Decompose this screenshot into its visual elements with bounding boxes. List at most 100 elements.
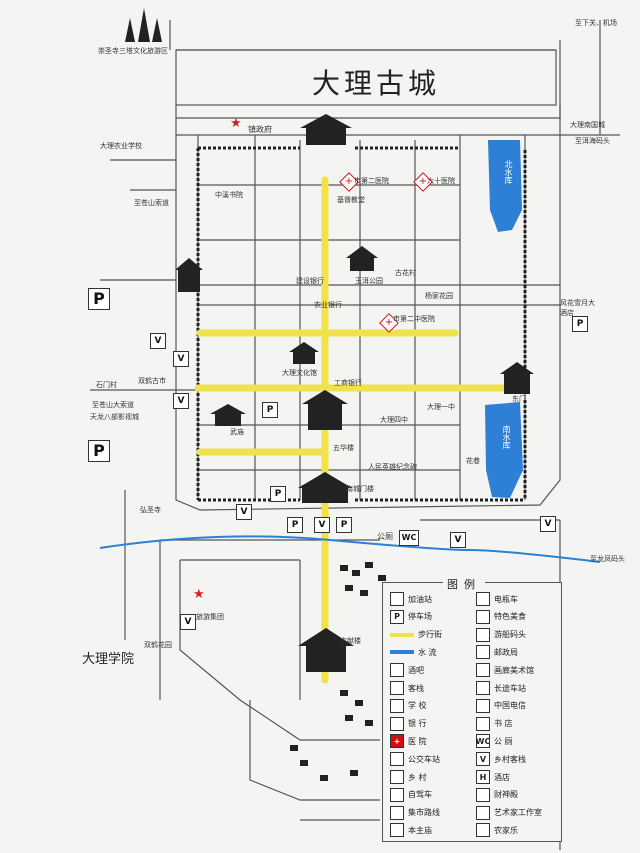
place-label: 中溪书院 [215,191,243,199]
map-title: 大理古城 [312,67,441,100]
legend-item: 集市路线 [390,804,440,822]
place-label: 镇政府 [248,125,272,134]
gallery-icon [476,663,490,678]
road-label: 至下关、机场 [575,19,617,27]
legend-item: 步行街 [390,626,442,644]
parking-icon[interactable]: P [336,517,352,533]
parking-icon[interactable]: P [88,288,110,310]
bus-station-icon [476,681,490,695]
legend-item-label: 农家乐 [494,825,518,835]
parking-icon[interactable]: P [287,517,303,533]
legend-item-label: 乡 村 [408,772,427,782]
wumiao-temple [210,404,246,426]
road-label: 至洱海码头 [575,137,610,145]
school-icon [390,698,404,713]
legend-item-label: 学 校 [408,701,427,711]
public-wc-icon[interactable]: WC [399,530,419,546]
legend-item-label: 银 行 [408,719,427,729]
south-lake-label: 南水库 [502,425,511,449]
legend-item-label: 客栈 [408,683,424,693]
wc-label: 公厕 [377,532,393,541]
wc-icon: WC [476,734,490,749]
legend-item: P 停车场 [390,608,432,626]
place-label: 杨家花园 [425,292,453,300]
village-inn-icon[interactable]: V [236,504,252,520]
food-icon [476,609,490,624]
legend-item-label: 加油站 [408,594,432,604]
legend-item-label: 特色美食 [494,612,526,622]
village-inn-icon[interactable]: V [314,517,330,533]
legend-item: 酒吧 [390,661,424,679]
electric-car-icon [476,592,490,606]
walking-street-icon [390,632,414,637]
road-label: 至龙凤码头 [590,555,625,563]
village-inn-icon[interactable]: V [540,516,556,532]
place-label: 旅游集团 [196,613,224,621]
bank-label: 工商银行 [334,379,362,387]
parking-icon[interactable]: P [262,402,278,418]
place-label: 南城门楼 [346,485,374,493]
hospital-label: 市第二医院 [354,177,389,185]
parking-icon[interactable]: P [572,316,588,332]
legend-item-label: 艺术家工作室 [494,808,542,818]
village-inn-icon[interactable]: V [173,351,189,367]
post-office-icon [476,645,490,660]
legend-item-label: 乡村客栈 [494,754,526,764]
road-label: 至苍山索道 [134,199,169,207]
bank-label: 建设银行 [296,277,324,285]
village-inn-icon[interactable]: V [450,532,466,548]
legend-item-label: 电瓶车 [494,594,518,604]
place-label: 五华楼 [333,444,354,452]
bank-icon [390,716,404,731]
yuer-park-pavilion [346,246,378,271]
water [485,140,523,498]
school-label: 大理一中 [427,403,455,411]
hostel-icon [390,681,404,695]
place-label: 大理文化馆 [282,369,317,377]
hospital-label: 六十医院 [427,177,455,185]
legend-item: 公交车站 [390,750,440,768]
gas-station-icon [390,592,404,606]
wuhua-tower [302,390,348,430]
legend-item: 特色美食 [476,608,526,626]
village-inn-icon[interactable]: V [150,333,166,349]
legend-item: 书 店 [476,715,513,733]
legend-item: 艺术家工作室 [476,804,542,822]
parking-icon[interactable]: P [270,486,286,502]
village-inn-icon[interactable]: V [180,614,196,630]
legend-item: 财神殿 [476,786,518,804]
legend-item: 自驾车 [390,786,432,804]
legend-item-label: 邮政局 [494,647,518,657]
legend-item-label: 步行街 [418,630,442,640]
self-drive-icon [390,787,404,802]
park-label: 玉洱公园 [355,277,383,285]
legend-item: 画廊美术馆 [476,661,534,679]
west-gate-tower [175,258,203,292]
artist-icon [476,805,490,820]
college-label: 大理学院 [82,652,135,667]
temple-label: 弘圣寺 [140,506,161,514]
legend-item: 本主庙 [390,821,432,839]
legend-item: 银 行 [390,715,427,733]
school-label: 大理农业学校 [100,142,142,150]
village-inn-icon[interactable]: V [173,393,189,409]
church-label: 基督教堂 [337,196,365,204]
east-gate-tower [500,362,534,394]
legend-item-label: 酒吧 [408,665,424,675]
parking-icon[interactable]: P [88,440,110,462]
legend-item-label: 集市路线 [408,808,440,818]
legend-item-label: 停车场 [408,612,432,622]
parking-icon: P [390,609,404,624]
place-label: 花巷 [466,457,480,465]
legend-item-label: 酒店 [494,772,510,782]
hospital-label: 市第二中医院 [393,315,435,323]
wenxian-tower [298,628,354,672]
town-government-star-icon: ★ [230,116,242,131]
bank-label: 农业银行 [314,301,342,309]
place-label: 古花村 [395,269,416,277]
place-label: 双鹤花园 [144,641,172,649]
farm-icon [476,823,490,838]
